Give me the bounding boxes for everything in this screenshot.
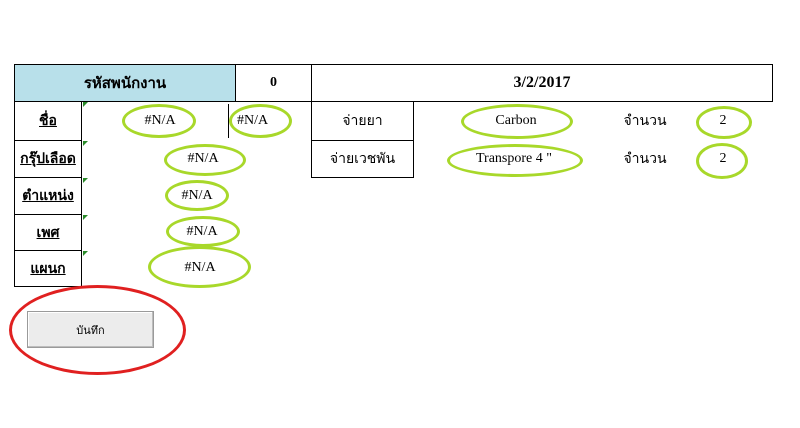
date-value: 3/2/2017 [513,74,571,91]
medicine-label-cell: จ่ายยา [311,101,414,141]
medicine-value: Carbon [495,113,537,128]
comment-indicator [83,251,88,256]
gender-label: เพศ [36,225,60,241]
save-button[interactable]: บันทึก [27,311,154,348]
blood-group-label-cell: กรุ๊ปเลือด [14,140,88,178]
employee-id-label-cell: รหัสพนักงาน [14,64,236,102]
position-value: #N/A [181,188,213,203]
gender-value: #N/A [186,224,218,239]
name-value-1: #N/A [144,113,176,128]
name-label: ชื่อ [39,114,57,129]
name-value-1-cell[interactable]: #N/A [120,104,200,138]
medicine-label: จ่ายยา [342,114,383,129]
supply-value-cell[interactable]: Transpore 4 " [448,143,580,175]
medicine-value-cell[interactable]: Carbon [458,104,574,138]
date-cell: 3/2/2017 [311,64,773,102]
blood-group-label: กรุ๊ปเลือด [20,152,76,167]
comment-indicator [83,141,88,146]
comment-indicator [83,178,88,183]
department-value: #N/A [184,260,216,275]
name-value-2: #N/A [237,113,269,128]
employee-id-value-cell[interactable]: 0 [235,64,312,102]
supply-label: จ่ายเวชพัน [329,152,396,167]
blood-group-value: #N/A [187,151,219,166]
gender-label-cell: เพศ [14,214,88,251]
position-label: ตำแหน่ง [22,189,74,204]
employee-id-label: รหัสพนักงาน [83,76,167,92]
supply-label-cell: จ่ายเวชพัน [311,140,414,178]
department-value-cell[interactable]: #N/A [152,250,248,286]
employee-id-value: 0 [270,75,277,90]
gender-value-cell[interactable]: #N/A [164,217,240,247]
supply-qty-value[interactable]: 2 [719,151,727,166]
department-label: แผนก [30,261,66,277]
position-label-cell: ตำแหน่ง [14,177,88,215]
medicine-qty-label: จำนวน [623,114,667,129]
supply-value: Transpore 4 " [476,151,552,166]
position-value-cell[interactable]: #N/A [164,180,230,212]
save-button-label: บันทึก [76,324,105,337]
comment-indicator [83,215,88,220]
name-label-cell: ชื่อ [14,101,88,141]
comment-indicator [83,102,88,107]
name-value-2-cell[interactable]: #N/A [228,104,290,138]
department-label-cell: แผนก [14,250,88,287]
medicine-qty-value[interactable]: 2 [719,113,727,128]
supply-qty-label: จำนวน [623,152,667,167]
blood-group-value-cell[interactable]: #N/A [160,143,246,175]
